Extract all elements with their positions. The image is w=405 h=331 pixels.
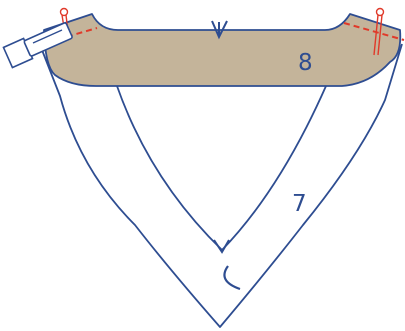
piece-number-band: 8 xyxy=(298,50,313,76)
collar-band-piece xyxy=(43,13,402,87)
scissors-icon xyxy=(373,7,385,56)
cut-line-right xyxy=(343,22,405,41)
cutting-tool-icon xyxy=(2,22,73,69)
inner-v-seam xyxy=(116,85,327,252)
piece-number-body: 7 xyxy=(292,191,307,217)
notch-mark-icon xyxy=(213,239,230,254)
seam-mark-icon xyxy=(223,265,241,291)
